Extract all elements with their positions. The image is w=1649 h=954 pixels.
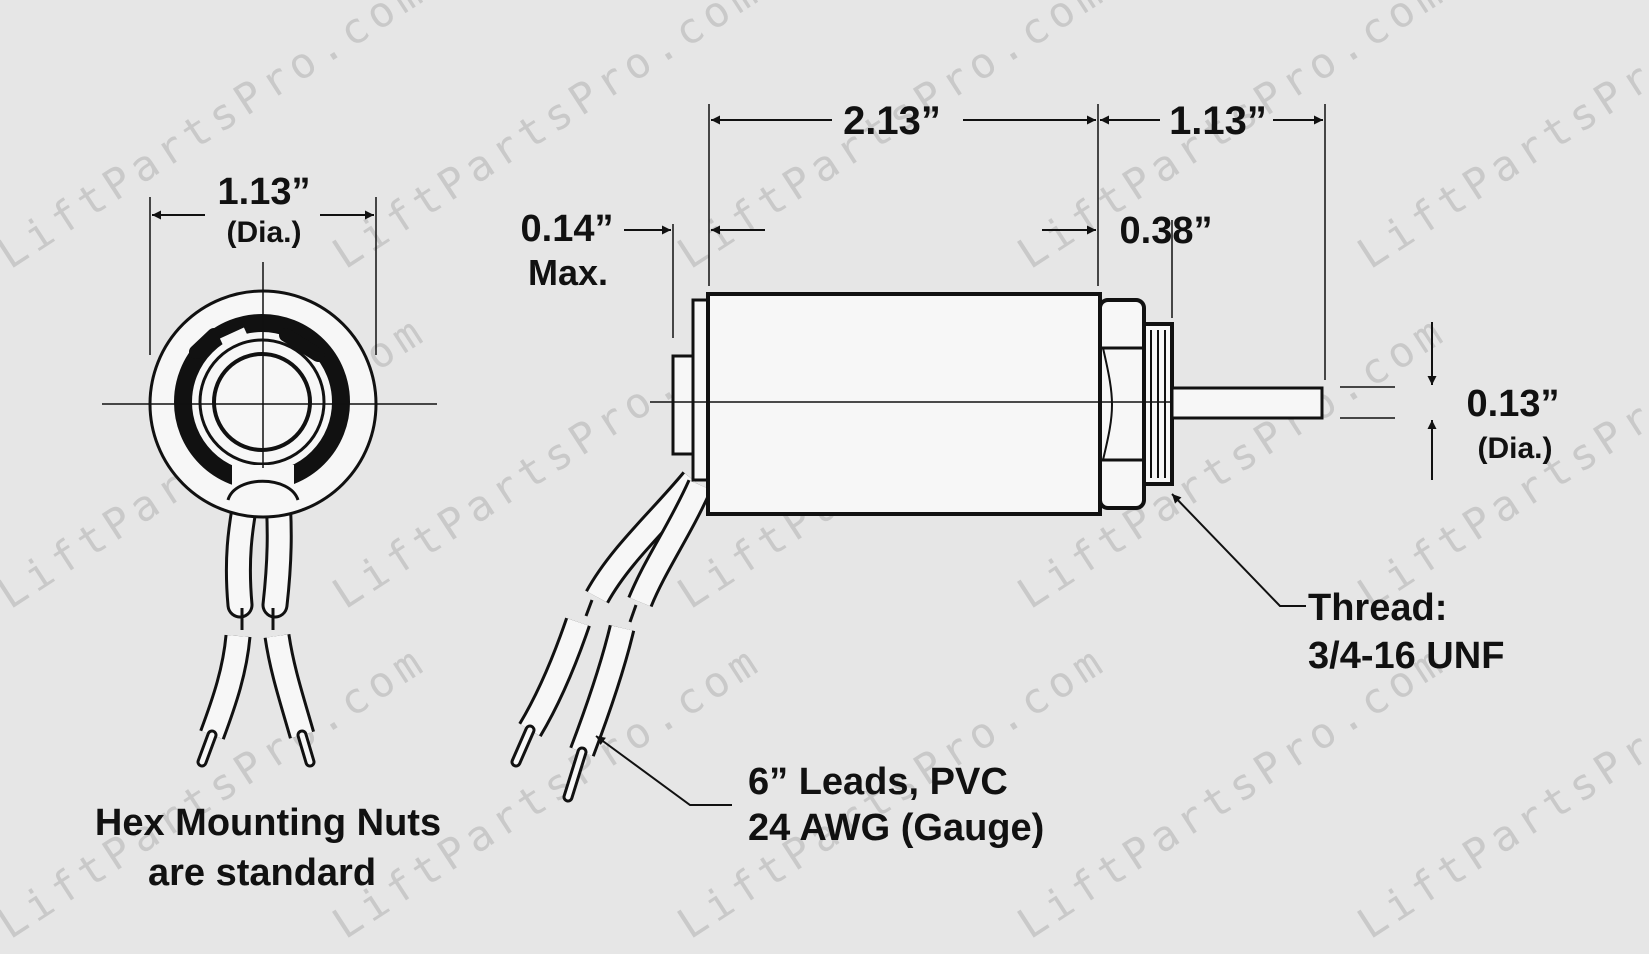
plunger-end — [212, 352, 312, 452]
leads-label-line1: 6” Leads, PVC — [748, 761, 1008, 803]
end-view-diameter-note: (Dia.) — [227, 216, 302, 249]
threaded-section — [1142, 322, 1174, 486]
thread-length-label: 0.38” — [1120, 210, 1213, 252]
solenoid-body — [706, 292, 1102, 516]
end-view: 1.13” (Dia.) Hex Mounting Nuts are stand… — [95, 171, 441, 894]
plunger-length-label: 1.13” — [1169, 99, 1267, 143]
thread-label-line1: Thread: — [1308, 587, 1447, 629]
body-length-label: 2.13” — [843, 99, 941, 143]
end-view-diameter-label: 1.13” — [218, 171, 311, 213]
thread-leader — [1171, 493, 1306, 607]
thread-label-line2: 3/4-16 UNF — [1308, 635, 1504, 677]
hex-nuts-caption-line1: Hex Mounting Nuts — [95, 802, 441, 844]
plunger-diameter-label: 0.13” — [1467, 383, 1560, 425]
plunger — [1170, 386, 1324, 420]
side-view-leads — [510, 471, 713, 803]
end-view-leads — [196, 484, 316, 768]
leads-leader — [595, 735, 732, 806]
leads-label-line2: 24 AWG (Gauge) — [748, 807, 1044, 849]
flange-thickness-note: Max. — [528, 252, 608, 293]
side-view: 2.13” 1.13” 0.14” Max. 0.38” 0.13” (Dia.… — [510, 99, 1560, 849]
plunger-diameter-note: (Dia.) — [1478, 432, 1553, 465]
hex-nut — [1098, 298, 1146, 510]
hex-nuts-caption-line2: are standard — [148, 852, 376, 894]
flange-thickness-label: 0.14” — [521, 208, 614, 250]
